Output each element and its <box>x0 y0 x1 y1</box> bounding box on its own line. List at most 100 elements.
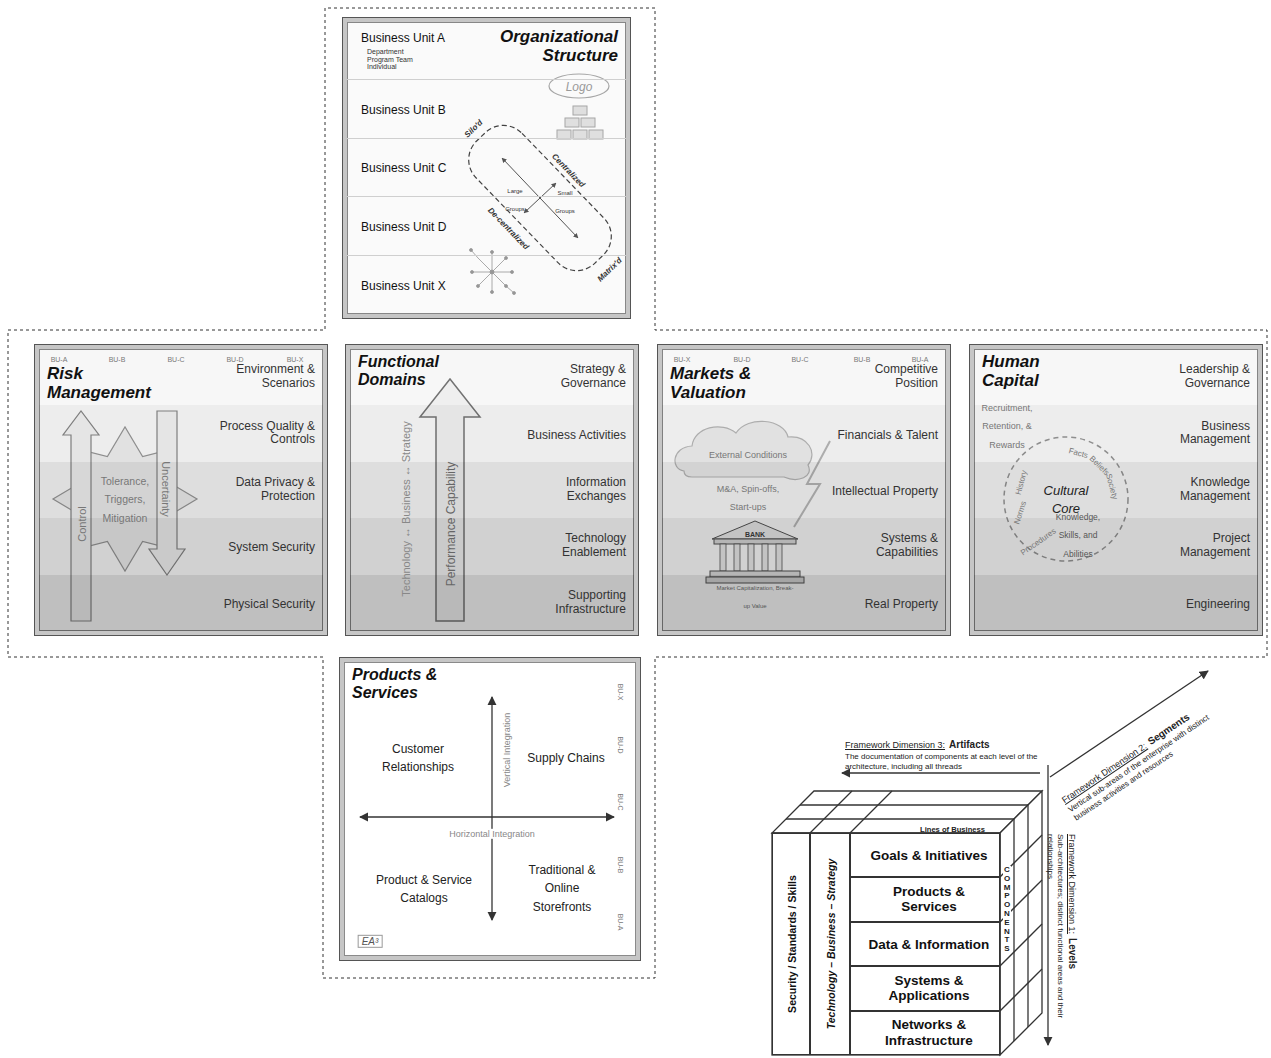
text-slot: Products & Services <box>352 666 462 702</box>
dimension-description: Vertical sub-areas of the enterprise wit… <box>1067 695 1244 823</box>
illustration-label: Horizontal Integration <box>446 829 538 839</box>
node-label: Technology Enablement <box>518 532 626 560</box>
text-slot: Risk Management <box>47 365 167 402</box>
label-slot: Cultural Core <box>1039 481 1094 518</box>
label-slot: BANK <box>745 523 765 541</box>
text-slot: Lines of Business <box>920 818 985 836</box>
label-slot: BU-X <box>674 348 691 366</box>
illustration-label: Performance Capability <box>444 462 458 587</box>
rect-shape <box>772 833 1000 1055</box>
level-band: Technology Enablement <box>350 518 634 574</box>
framework-panel: Risk ManagementEnvironment & ScenariosPr… <box>35 345 327 635</box>
text-slot: Networks & Infrastructure <box>867 1017 991 1049</box>
text-slot: Technology – Business – Strategy <box>821 837 839 1051</box>
text-slot: Real Property <box>865 594 938 612</box>
text-slot: Leadership & Governance <box>1142 363 1250 391</box>
text-slot: Project Management <box>1142 532 1250 560</box>
level-band: Intellectual Property <box>662 462 946 518</box>
node-label: Physical Security <box>224 598 315 612</box>
node-label: Products & Services <box>867 884 991 915</box>
node-label: Systems & Capabilities <box>830 532 938 560</box>
framework-panel: Functional Domains Strategy & GovernanceB… <box>346 345 638 635</box>
illustration-label: BU-D <box>617 736 624 753</box>
text-slot: Intellectual Property <box>832 481 938 499</box>
label-slot: Logo <box>566 77 593 95</box>
node-label: Technology – Business – Strategy <box>825 859 837 1030</box>
illustration-label: Product & Service Catalogs <box>376 873 472 905</box>
node-label: Engineering <box>1186 598 1250 612</box>
node-label: Information Exchanges <box>518 476 626 504</box>
node-label: Competitive Position <box>830 363 938 391</box>
illustration-label: BU-X <box>287 356 304 363</box>
node-label: Business Unit D <box>361 221 446 235</box>
line-shape <box>850 791 892 833</box>
sub-unit-list: Department Program Team Individual <box>367 48 413 70</box>
components-face: COMPONENTS <box>1001 846 1013 974</box>
node-label: Business Unit X <box>361 280 446 294</box>
label-slot: External Conditions <box>709 444 787 462</box>
illustration-label: Large Groups <box>505 188 525 212</box>
dimension-arrows <box>842 671 1208 1045</box>
dimension-heading: Framework Dimension 1: <box>1067 834 1077 934</box>
cube-level-box: Data & Information <box>850 922 1000 966</box>
dimension-heading: Artifacts <box>949 739 990 750</box>
cube-level-box: Systems & Applications <box>850 966 1000 1010</box>
node-label: Process Quality & Controls <box>207 420 315 448</box>
illustration-label: Small Groups <box>555 190 575 214</box>
dimension-note: Framework Dimension 1:LevelsSub-architec… <box>1046 834 1084 1046</box>
dimension-note: Framework Dimension 2:SegmentsVertical s… <box>1056 679 1243 823</box>
label-slot: Tolerance, Triggers, Mitigation <box>94 471 156 526</box>
dashed-outline <box>8 8 1267 978</box>
node-label: Project Management <box>1142 532 1250 560</box>
illustration-label: BU-A <box>617 914 624 931</box>
label-slot: Uncertainty <box>158 461 176 517</box>
level-band: Physical Security <box>39 575 323 631</box>
label-slot: Product & Service Catalogs <box>369 870 479 907</box>
illustration-label: BU-A <box>912 356 929 363</box>
text-slot: Physical Security <box>224 594 315 612</box>
level-band: Supporting Infrastructure <box>350 575 634 631</box>
polygon-shape <box>1000 791 1042 1055</box>
lines-of-business: Lines of Business <box>905 820 1000 833</box>
text-slot: Strategy & Governance <box>518 363 626 391</box>
text-slot: Business Unit X <box>361 276 446 294</box>
illustration-label: Control <box>76 506 88 541</box>
label-slot: BU-B <box>854 348 871 366</box>
level-band: Information Exchanges <box>350 462 634 518</box>
label-slot: BU-B <box>109 348 126 366</box>
line-shape <box>360 816 614 817</box>
line-shape <box>491 697 492 920</box>
node-label: Systems & Applications <box>867 973 991 1004</box>
products-illustration <box>360 697 614 920</box>
text-slot: Department Program Team Individual <box>367 48 413 73</box>
label-slot: Small Groups <box>552 181 578 218</box>
label-slot: BU-C <box>167 348 184 366</box>
illustration-label: Supply Chains <box>527 751 604 765</box>
label-slot: Traditional & Online Storefronts <box>517 860 607 915</box>
text-slot: Products & Services <box>867 884 991 916</box>
label-slot: Customer Relationships <box>368 739 468 776</box>
level-band: Business Management <box>974 405 1258 461</box>
polygon-shape <box>772 791 1042 833</box>
line-shape <box>810 791 852 833</box>
text-slot: Knowledge Management <box>1142 476 1250 504</box>
text-slot: Goals & Initiatives <box>870 846 987 864</box>
line-shape <box>786 818 1014 819</box>
text-slot: Competitive Position <box>830 363 938 391</box>
level-band: Business Activities <box>350 405 634 461</box>
illustration-label: Knowledge, Skills, and Abilities <box>1056 512 1100 559</box>
label-slot: BU-B <box>614 857 632 874</box>
text-slot: System Security <box>228 537 315 555</box>
node-label: Business Unit B <box>361 104 446 118</box>
text-slot: Markets & Valuation <box>670 365 780 402</box>
dimension-heading: Levels <box>1067 938 1078 969</box>
illustration-label: BU-C <box>617 793 624 810</box>
line-shape <box>800 804 1028 805</box>
dimension-description: The documentation of components at each … <box>845 752 1070 771</box>
line-shape <box>1000 969 1042 1011</box>
illustration-label: External Conditions <box>709 450 787 460</box>
text-slot: Functional Domains <box>358 353 468 389</box>
panel-title: Markets & Valuation <box>670 365 780 402</box>
node-label: Lines of Business <box>920 826 985 835</box>
